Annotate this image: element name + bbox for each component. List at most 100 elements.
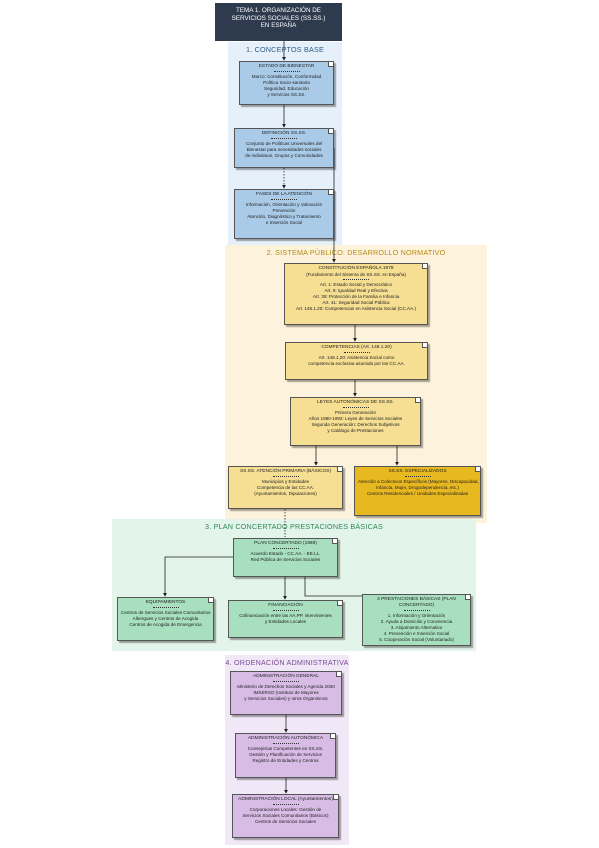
node-line: Art. 1: Estado Social y Democrático bbox=[319, 282, 393, 287]
node-title: COMPETENCIAS (Art. 148.1.20) bbox=[321, 345, 392, 350]
node-estado-bienestar[interactable]: ESTADO DE BIENESTAR Marco: Constitución,… bbox=[239, 61, 334, 105]
node-line: Información, Orientación y Valoración bbox=[245, 202, 323, 207]
separator bbox=[271, 138, 297, 139]
node-line: y Entidades Locales bbox=[264, 619, 307, 624]
node-equipamientos[interactable]: EQUIPAMIENTOS Centros de Servicios Socia… bbox=[117, 597, 214, 641]
node-line: Art. 148.1.20: Competencias en Asistenci… bbox=[295, 306, 416, 311]
node-title: ADMINISTRACIÓN GENERAL bbox=[253, 674, 319, 679]
node-line: Cofinanciación entre las AA.PP. intervin… bbox=[239, 613, 332, 618]
separator bbox=[272, 610, 299, 611]
node-leyes-autonomicas[interactable]: LEYES AUTONÓMICAS DE SS.SS. Primera Gene… bbox=[290, 397, 421, 446]
title-line-1: TEMA 1. ORGANIZACIÓN DE bbox=[235, 7, 322, 14]
node-line: y Servicios Sociales) y otros Organismos bbox=[244, 696, 328, 701]
node-line: y Servicios SS.SS. bbox=[267, 92, 306, 97]
arrow-plan-to-equipamientos bbox=[163, 556, 233, 597]
node-plan-concertado[interactable]: PLAN CONCERTADO (1988) Acuerdo Estado - … bbox=[233, 538, 338, 577]
node-line: Segunda Generación: Derechos Subjetivos bbox=[311, 422, 400, 427]
node-title: SS.SS. ATENCIÓN PRIMARIA (BÁSICOS) bbox=[239, 469, 332, 474]
node-title: EQUIPAMIENTOS bbox=[145, 600, 186, 605]
node-title: PLAN CONCERTADO (1988) bbox=[254, 541, 317, 546]
node-line: Atención, Diagnóstico y Tratamiento bbox=[247, 214, 321, 219]
node-line: Conjunto de Políticas Universales del bbox=[245, 141, 323, 146]
node-definicion[interactable]: DEFINICIÓN SS.SS. Conjunto de Políticas … bbox=[234, 128, 334, 168]
node-line: Marco: Constitución, Conformidad bbox=[251, 74, 322, 79]
node-ss-basicos[interactable]: SS.SS. ATENCIÓN PRIMARIA (BÁSICOS) Munic… bbox=[228, 466, 343, 509]
node-line: Competencia de las CC.AA. bbox=[256, 485, 315, 490]
separator bbox=[273, 681, 299, 682]
node-line: Infancia, Mujer, Drogodependencia, etc.) bbox=[376, 485, 459, 490]
node-line: Art. 9: Igualdad Real y Efectiva bbox=[324, 288, 388, 293]
node-financiacion[interactable]: FINANCIACIÓN Cofinanciación entre las AA… bbox=[228, 600, 343, 638]
node-line: Primera Generación bbox=[334, 410, 377, 415]
separator bbox=[404, 476, 431, 477]
separator bbox=[343, 352, 370, 353]
node-title: DEFINICIÓN SS.SS. bbox=[261, 131, 307, 136]
node-title: ADMINISTRACIÓN AUTONÓMICA bbox=[247, 736, 324, 741]
node-fases[interactable]: FASES DE LA ATENCIÓN Información, Orient… bbox=[234, 189, 334, 239]
main-title: TEMA 1. ORGANIZACIÓN DE SERVICIOS SOCIAL… bbox=[215, 3, 342, 41]
node-administracion-autonomica[interactable]: ADMINISTRACIÓN AUTONÓMICA Consejerías Co… bbox=[235, 733, 336, 778]
node-line: Red Pública de Servicios Sociales bbox=[250, 557, 321, 562]
node-line: Prevención bbox=[272, 208, 296, 213]
node-line: de individuos, Grupos y Comunidades bbox=[245, 153, 323, 158]
node-line: 3. Alojamiento Alternativo bbox=[390, 625, 443, 630]
section-3-label: 3. PLAN CONCERTADO PRESTACIONES BÁSICAS bbox=[205, 522, 383, 531]
node-line: 1. Información y Orientación bbox=[387, 613, 446, 618]
node-line: Bienestar para necesidades sociales bbox=[246, 147, 322, 152]
separator bbox=[273, 71, 300, 72]
separator bbox=[403, 610, 430, 611]
node-line: IMSERSO (Instituto de Mayores bbox=[253, 690, 319, 695]
node-line: Centros de Servicios Sociales bbox=[254, 819, 317, 824]
node-line: y Catálogo de Prestaciones bbox=[327, 428, 384, 433]
node-title: CONSTITUCIÓN ESPAÑOLA 1978 bbox=[318, 266, 394, 271]
section-2-label: 2. SISTEMA PÚBLICO: DESARROLLO NORMATIVO bbox=[266, 248, 446, 257]
node-line: Consejerías Competentes en SS.SS. bbox=[247, 746, 324, 751]
node-line: Art. 41: Seguridad Social Pública bbox=[322, 300, 390, 305]
node-line: Años 1980-1993: Leyes de Servicios Socia… bbox=[308, 416, 403, 421]
node-title: FASES DE LA ATENCIÓN bbox=[256, 192, 312, 197]
separator bbox=[272, 804, 299, 805]
node-administracion-local[interactable]: ADMINISTRACIÓN LOCAL (Ayuntamientos) Cor… bbox=[232, 794, 339, 838]
node-line: Centros Residenciales / Unidades Especia… bbox=[366, 491, 469, 496]
separator bbox=[272, 476, 299, 477]
node-title: ADMINISTRACIÓN LOCAL (Ayuntamientos) bbox=[238, 797, 333, 802]
separator bbox=[272, 743, 299, 744]
separator bbox=[343, 279, 369, 280]
node-line: Servicios Sociales Comunitarios (Básicos… bbox=[242, 813, 329, 818]
node-line: 2. Ayuda a Domicilio y Convivencia bbox=[380, 619, 453, 624]
node-line: Ministerio de Derechos Sociales y Agenda… bbox=[237, 684, 335, 689]
title-line-3: EN ESPAÑA bbox=[260, 22, 297, 30]
node-prestaciones-basicas[interactable]: 4 PRESTACIONES BÁSICAS (PLAN CONCERTADO)… bbox=[362, 594, 471, 646]
node-title: FINANCIACIÓN bbox=[268, 603, 303, 608]
node-line: competencia exclusiva asumida por las CC… bbox=[308, 361, 405, 366]
node-constitucion[interactable]: CONSTITUCIÓN ESPAÑOLA 1978 (Fundamento d… bbox=[284, 263, 428, 325]
node-administracion-general[interactable]: ADMINISTRACIÓN GENERAL Ministerio de Der… bbox=[230, 671, 342, 715]
node-line: e Inserción Social bbox=[265, 220, 303, 225]
node-line: Art. 148.1.20: Asistencia Social como bbox=[318, 355, 395, 360]
node-ss-especializados[interactable]: SS.SS. ESPECIALIZADOS Atención a Colecti… bbox=[354, 466, 481, 516]
node-line: Política Socio-sanitaria bbox=[263, 80, 310, 85]
node-line: Atención a Colectivos Específicos (Mayor… bbox=[358, 479, 479, 484]
node-line: 5. Cooperación Social (Voluntariado) bbox=[379, 637, 454, 642]
separator bbox=[152, 607, 179, 608]
node-line: Seguridad, Educación bbox=[264, 86, 309, 91]
node-competencias[interactable]: COMPETENCIAS (Art. 148.1.20) Art. 148.1.… bbox=[285, 342, 428, 380]
node-line: (Fundamento del Sistema de SS.SS. en Esp… bbox=[306, 272, 406, 277]
node-line: Corporaciones Locales: Gestión de bbox=[249, 807, 322, 812]
node-line: Albergues y Centros de Acogida bbox=[132, 616, 199, 621]
separator bbox=[342, 407, 369, 408]
node-title: SS.SS. ESPECIALIZADOS bbox=[388, 469, 447, 474]
section-4-label: 4. ORDENACIÓN ADMINISTRATIVA bbox=[225, 658, 349, 667]
node-title: ESTADO DE BIENESTAR bbox=[258, 64, 315, 69]
title-line-2: SERVICIOS SOCIALES (SS.SS.) bbox=[231, 14, 326, 22]
node-line: (Ayuntamientos, Diputaciones) bbox=[254, 491, 317, 496]
node-line: Municipios y Entidades bbox=[262, 479, 309, 484]
node-line: Art. 39: Protección de la Familia e Infa… bbox=[312, 294, 400, 299]
node-line: Registro de Entidades y Centros bbox=[252, 758, 319, 763]
node-line: 4. Prevención e Inserción Social bbox=[383, 631, 450, 636]
node-title: 4 PRESTACIONES BÁSICAS (PLAN CONCERTADO) bbox=[377, 597, 456, 608]
separator bbox=[272, 548, 299, 549]
node-line: Centros de Acogida de Emergencia bbox=[129, 622, 202, 627]
separator bbox=[271, 199, 297, 200]
